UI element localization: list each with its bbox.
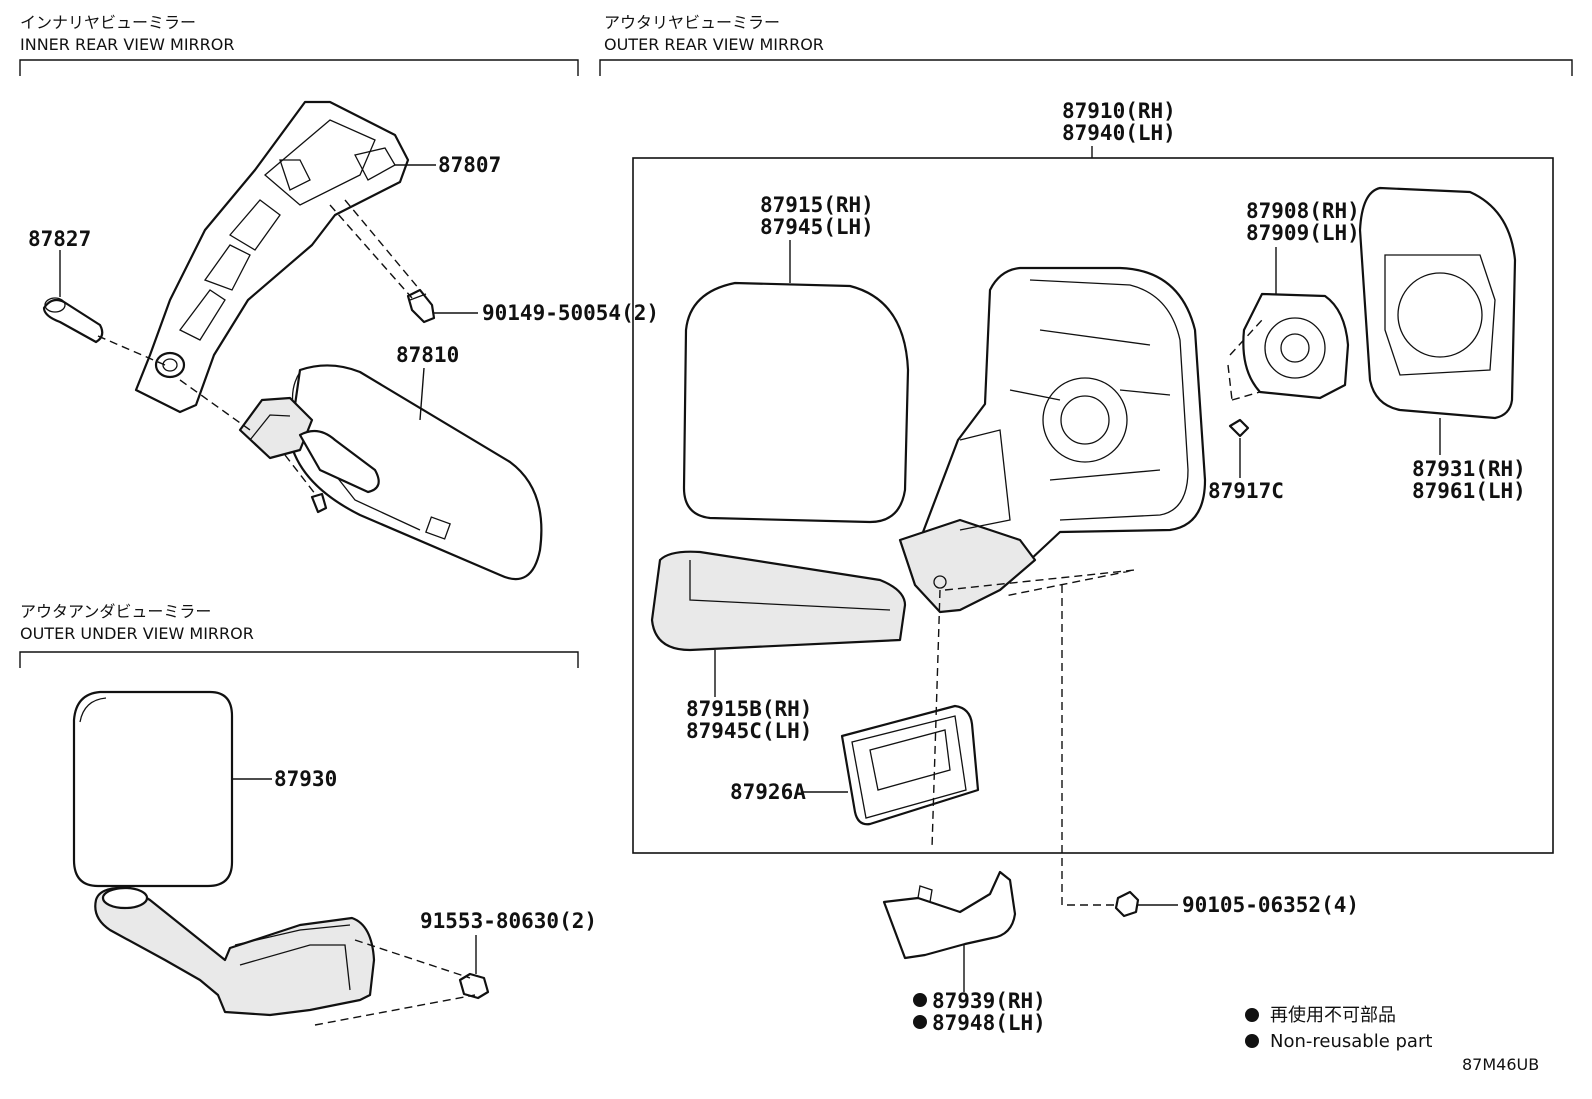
section-title-en: OUTER REAR VIEW MIRROR [604,35,824,54]
part-label-90105: 90105-06352(4) [1182,893,1359,917]
inner-mirror-group [42,100,543,581]
part-label-91553: 91553-80630(2) [420,909,597,933]
legend-text-en: Non-reusable part [1270,1031,1432,1052]
mirror-housing [898,266,1207,614]
mirror-bracket-87807 [134,100,410,414]
section-bracket [599,59,1573,76]
legend-bullet-icon [1245,1034,1259,1048]
part-label-87915-rh: 87915(RH) [760,193,874,217]
screw-90149 [406,288,436,324]
section-title-jp: アウタアンダビューミラー [20,602,211,621]
diagram-code: 87M46UB [1462,1055,1539,1074]
lower-cover-87915b [650,550,907,652]
mirror-backing-87931 [1358,186,1517,420]
legend: 再使用不可部品 Non-reusable part [1245,1005,1432,1052]
leader-87810 [419,367,425,421]
section-bracket [19,59,579,76]
part-label-87810: 87810 [396,343,459,367]
part-label-87940-lh: 87940(LH) [1062,121,1176,145]
part-label-87945-lh: 87945(LH) [760,215,874,239]
section-bracket [19,651,579,668]
bolt-90105 [1114,890,1140,918]
part-label-87827: 87827 [28,227,91,251]
non-reusable-marker [913,993,927,1007]
cover-87939 [882,870,1017,960]
legend-bullet-icon [1245,1008,1259,1022]
legend-text-jp: 再使用不可部品 [1270,1005,1396,1026]
part-label-87930: 87930 [274,767,337,791]
part-label-87926a: 87926A [730,780,806,804]
bracket-cover-87926a [840,704,980,826]
rear-view-mirror-87810 [238,364,543,581]
outer-rear-mirror-group [650,186,1517,906]
part-label-87807: 87807 [438,153,501,177]
part-label-87945c-lh: 87945C(LH) [686,719,812,743]
under-mirror-87930 [72,690,234,888]
section-header-outer-under: アウタアンダビューミラー OUTER UNDER VIEW MIRROR [19,602,579,668]
assembly-boundary-87910 [632,157,1554,854]
part-label-87931-rh: 87931(RH) [1412,457,1526,481]
non-reusable-marker [913,1015,927,1029]
actuator-87908 [1242,292,1350,400]
part-label-87909-lh: 87909(LH) [1246,221,1360,245]
mirror-glass-87915 [682,281,910,524]
part-label-87948-lh: 87948(LH) [932,1011,1046,1035]
part-label-87939-rh: 87939(RH) [932,989,1046,1013]
section-header-inner-rear: インナリヤビューミラー INNER REAR VIEW MIRROR [19,13,579,76]
part-label-90149: 90149-50054(2) [482,301,659,325]
part-label-87961-lh: 87961(LH) [1412,479,1526,503]
part-label-87908-rh: 87908(RH) [1246,199,1360,223]
part-label-87910-rh: 87910(RH) [1062,99,1176,123]
pin-87827 [42,297,104,344]
outer-under-mirror-group [72,690,490,1026]
section-title-en: INNER REAR VIEW MIRROR [20,35,235,54]
under-mirror-stay [94,886,376,1017]
bolt-91553 [458,972,490,1000]
section-title-en: OUTER UNDER VIEW MIRROR [20,624,254,643]
part-label-87917c: 87917C [1208,479,1284,503]
screw-87917c [1228,418,1250,438]
section-title-jp: アウタリヤビューミラー [604,13,780,32]
part-label-87915b-rh: 87915B(RH) [686,697,812,721]
section-title-jp: インナリヤビューミラー [20,13,196,32]
section-header-outer-rear: アウタリヤビューミラー OUTER REAR VIEW MIRROR [599,13,1573,76]
